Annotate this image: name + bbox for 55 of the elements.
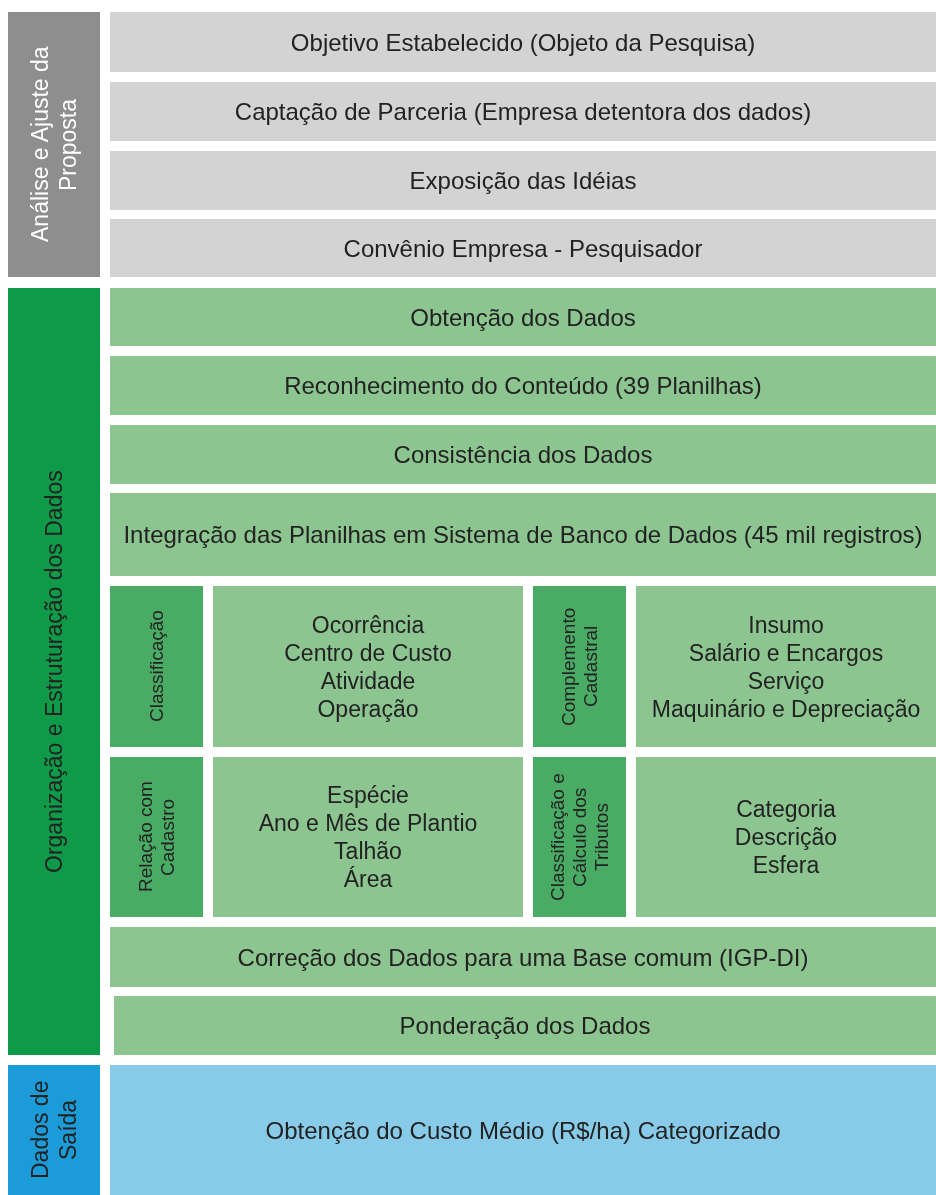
category-title: Relação com Cadastro <box>134 780 179 895</box>
process-band <box>114 996 936 1055</box>
process-band <box>110 12 936 72</box>
list-item: Talhão <box>334 837 402 865</box>
process-band <box>110 1065 936 1195</box>
list-item: Categoria <box>736 795 836 823</box>
step-text: Objetivo Estabelecido (Objeto da Pesquisa) <box>290 27 756 58</box>
step-text: Captação de Parceria (Empresa detentora dos dados) <box>234 97 812 127</box>
list-item: Centro de Custo <box>284 638 452 667</box>
list-item: Maquinário e Depreciação <box>651 694 921 723</box>
process-band <box>110 356 936 415</box>
section-label-bar <box>8 1065 100 1195</box>
process-band <box>110 493 936 576</box>
category-label-bar <box>533 586 626 747</box>
category-label-bar <box>533 757 626 917</box>
category-title: Complemento Cadastral <box>557 606 602 728</box>
item-list-panel <box>636 757 936 917</box>
category-label-bar <box>110 757 203 917</box>
process-band <box>110 82 936 141</box>
process-band <box>110 219 936 277</box>
list-item: Atividade <box>320 666 416 695</box>
list-item: Ano e Mês de Plantio <box>258 809 478 837</box>
step-text: Ponderação dos Dados <box>399 1011 651 1041</box>
category-title: Classificação e Cálculo dos Tributos <box>546 772 613 903</box>
section-label-bar <box>8 12 100 277</box>
category-label-bar <box>110 586 203 747</box>
list-item: Ocorrência <box>311 610 425 639</box>
list-item: Salário e Encargos <box>688 638 884 667</box>
process-band <box>110 151 936 210</box>
step-text: Reconhecimento do Conteúdo (39 Planilhas) <box>284 371 762 401</box>
list-item: Serviço <box>747 666 825 695</box>
list-item: Área <box>343 865 393 893</box>
step-text: Integração das Planilhas em Sistema de Banco de Dados (45 mil registros) <box>123 520 923 550</box>
process-band <box>110 425 936 484</box>
section-title: Análise e Ajuste da Proposta <box>26 45 82 245</box>
list-item: Descrição <box>734 823 838 851</box>
list-item: Operação <box>317 694 419 723</box>
item-list-panel <box>636 586 936 747</box>
section-title: Organização e Estruturação dos Dados <box>40 470 68 873</box>
process-band <box>110 927 936 987</box>
list-item: Insumo <box>748 610 824 639</box>
step-text: Obtenção do Custo Médio (R$/ha) Categorizado <box>265 1115 781 1146</box>
step-text: Obtenção dos Dados <box>410 302 636 333</box>
step-text: Convênio Empresa - Pesquisador <box>343 233 703 264</box>
step-text: Correção dos Dados para uma Base comum (IGP-DI) <box>237 942 809 973</box>
step-text: Exposição das Idéias <box>409 166 637 196</box>
list-item: Espécie <box>327 781 409 809</box>
section-title: Dados de Saída <box>26 1079 82 1182</box>
list-item: Esfera <box>752 851 820 879</box>
process-band <box>110 288 936 346</box>
category-title: Classificação <box>145 610 168 723</box>
item-list-panel <box>213 757 523 917</box>
step-text: Consistência dos Dados <box>393 440 653 470</box>
section-label-bar <box>8 288 100 1055</box>
item-list-panel <box>213 586 523 747</box>
